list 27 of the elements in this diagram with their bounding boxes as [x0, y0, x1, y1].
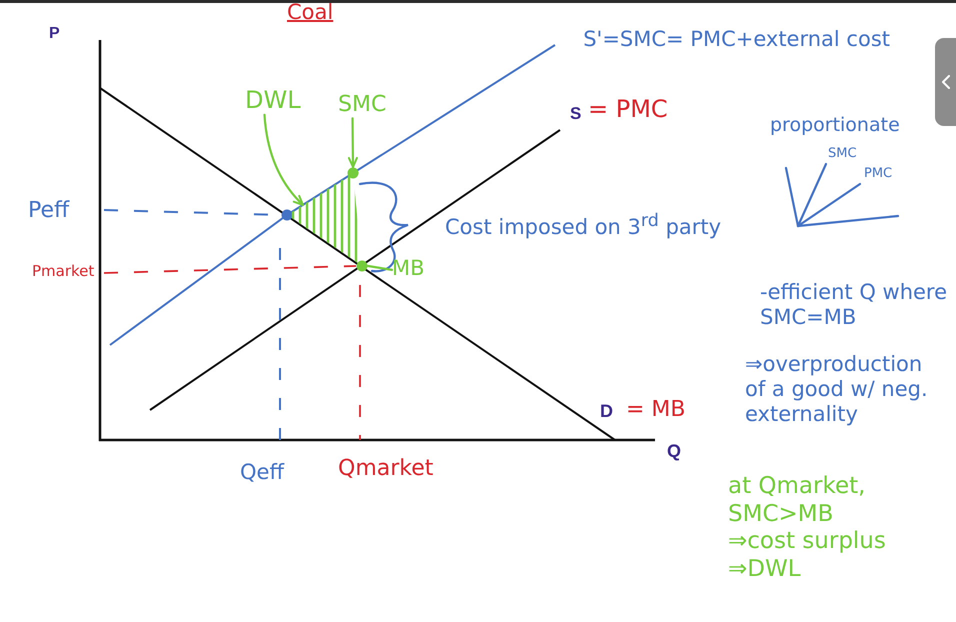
curve-label: = MB: [626, 397, 686, 424]
dot-icon: [347, 167, 359, 179]
note-text: ⇒overproduction of a good w/ neg. externality: [745, 352, 929, 428]
annotation-text: Cost imposed on 3$^{rd}$ party: [445, 211, 722, 240]
axis-label: Q: [667, 441, 682, 463]
annotation-label: SMC: [338, 92, 386, 118]
annotation-label: DWL: [245, 86, 301, 115]
leader-arrow: [263, 114, 304, 206]
price-label: Peff: [28, 198, 70, 224]
curve-label: SMC: [828, 146, 857, 162]
curve-label: = PMC: [588, 95, 668, 124]
dot-icon: [356, 260, 368, 272]
leader-line: [366, 264, 394, 271]
axis-label: P: [49, 24, 60, 44]
curve-label: PMC: [864, 166, 892, 182]
curve-label: S: [570, 104, 582, 124]
annotation-label: MB: [392, 256, 425, 282]
leader-arrow: [348, 117, 358, 168]
price-label: Pmarket: [32, 262, 94, 280]
curve-label: S'=SMC= PMC+external cost: [582, 27, 890, 52]
curve-label: D: [600, 401, 613, 423]
note-text: at Qmarket, SMC>MB ⇒cost surplus ⇒DWL: [728, 473, 887, 584]
quantity-label: Qeff: [240, 460, 284, 486]
quantity-label: Qmarket: [338, 456, 434, 482]
note-text: proportionate: [770, 114, 900, 137]
note-text: -efficient Q where SMC=MB: [760, 280, 948, 330]
topic-label: Coal: [287, 0, 334, 26]
